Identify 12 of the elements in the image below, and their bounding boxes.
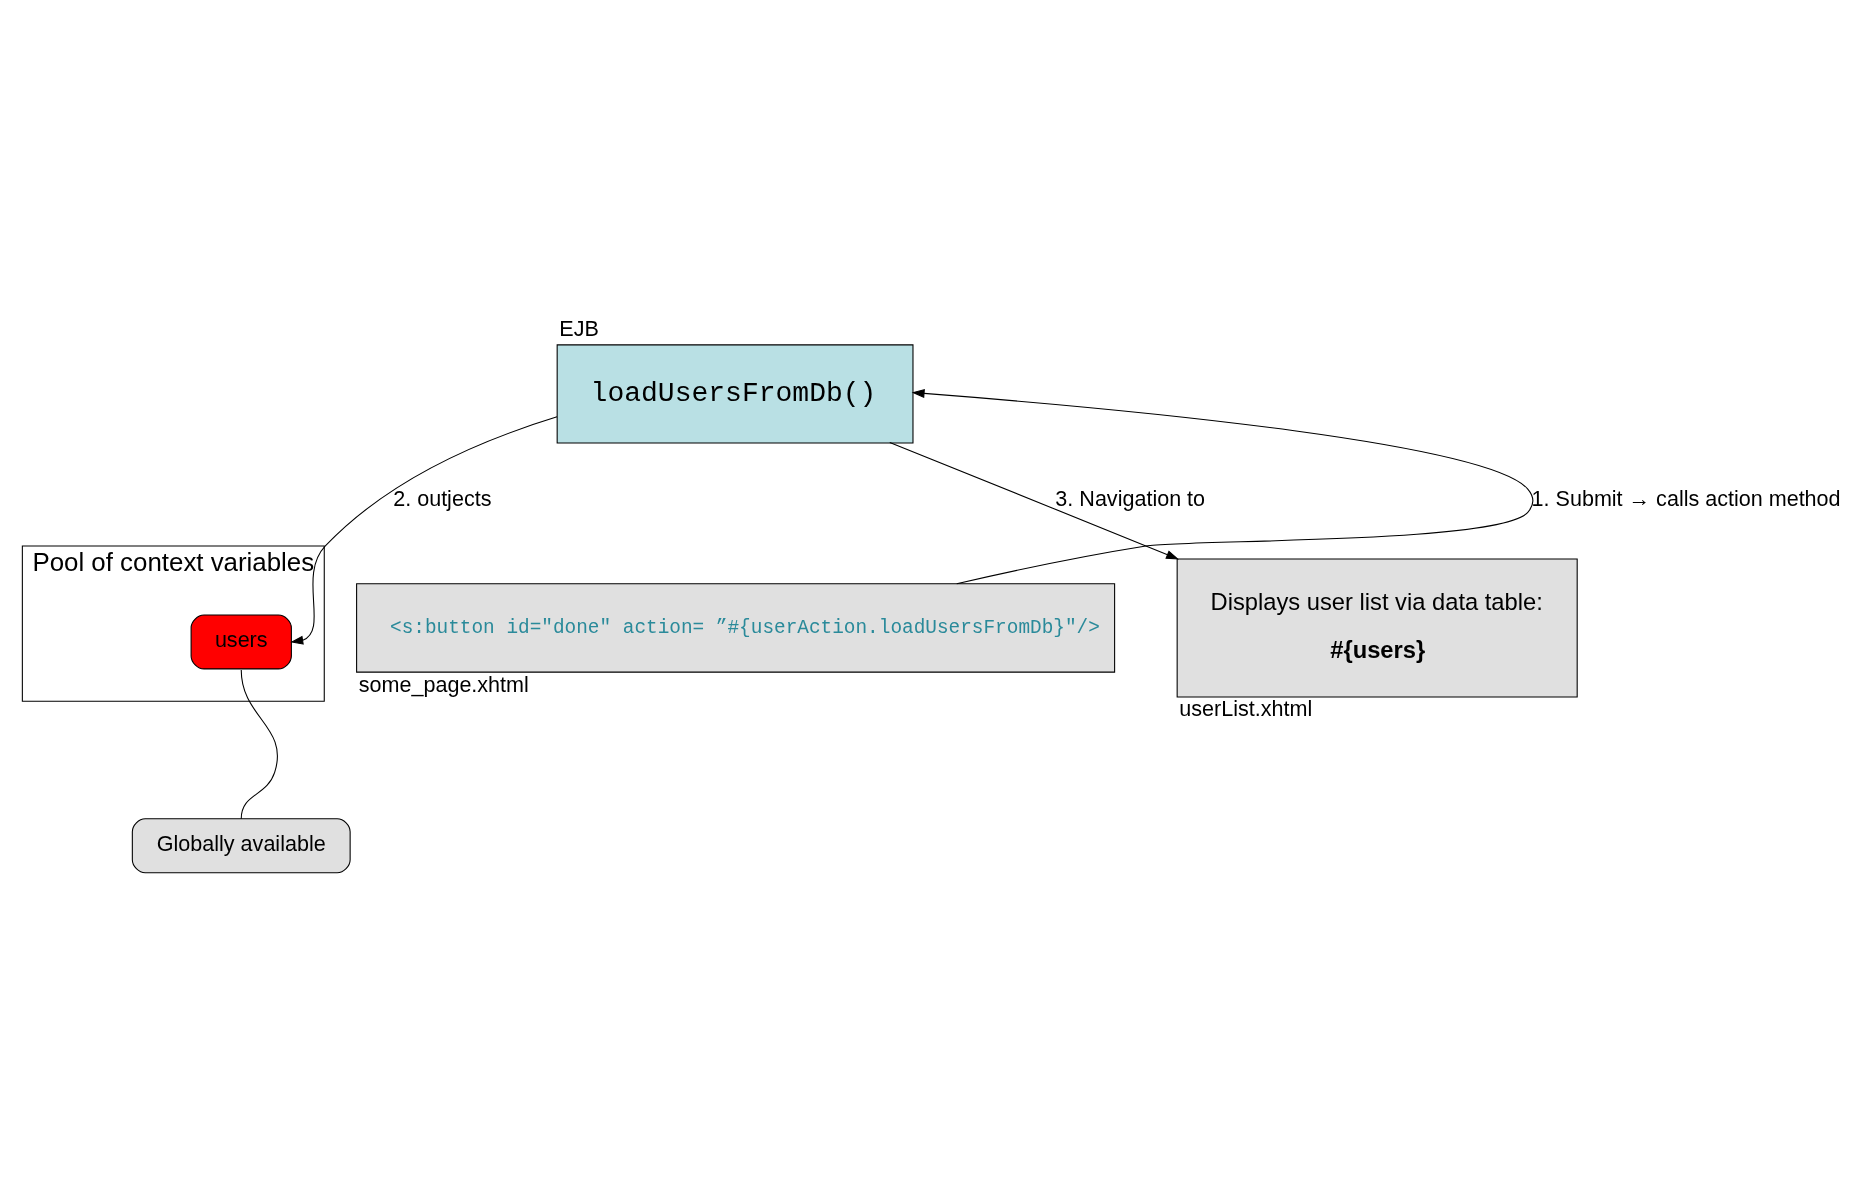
node-box: users — [190, 614, 292, 670]
arrow — [290, 416, 558, 645]
edge-label: 3. Navigation to — [1055, 486, 1206, 512]
arrow — [889, 441, 1179, 560]
node-label: EJB — [559, 316, 599, 342]
node-label: userList.xhtml — [1179, 696, 1313, 722]
node-box: Globally available — [131, 818, 351, 874]
arrow — [911, 388, 1534, 585]
connector — [240, 669, 278, 820]
node-label: some_page.xhtml — [358, 671, 529, 697]
edge-label: 1. Submit → calls action method — [1531, 486, 1841, 512]
edge-label: 2. outjects — [393, 486, 492, 512]
